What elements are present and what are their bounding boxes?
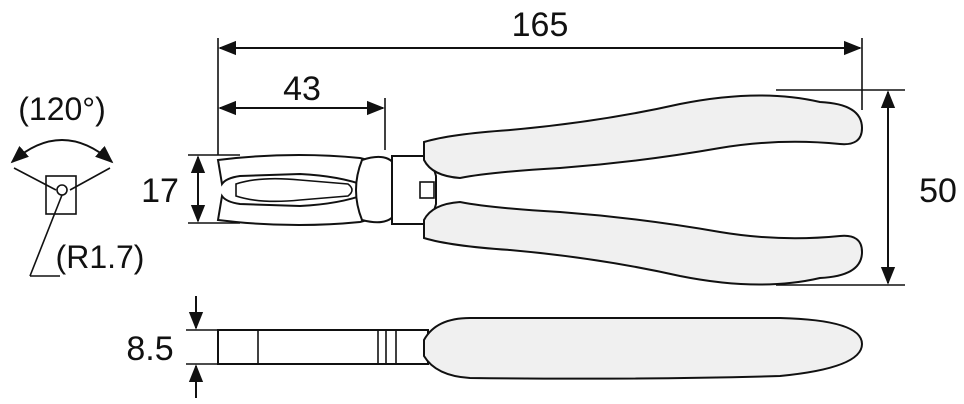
jaw-length-label: 43 (283, 70, 321, 108)
overall-length-dimension: 165 (217, 6, 863, 155)
pliers-top-view (217, 316, 864, 380)
handle-spread-dimension: 50 (776, 89, 957, 286)
handle-spread-label: 50 (919, 172, 957, 210)
overall-length-label: 165 (512, 6, 569, 44)
pliers-side-view (216, 94, 864, 286)
thickness-dimension: 8.5 (126, 296, 218, 398)
angle-radius-detail: (120°) (R1.7) (10, 91, 145, 277)
jaw-length-dimension: 43 (218, 70, 386, 150)
radius-label: (R1.7) (56, 239, 145, 275)
thickness-label: 8.5 (126, 330, 173, 368)
angle-label: (120°) (18, 91, 106, 127)
jaw-width-label: 17 (141, 172, 179, 210)
jaw-width-dimension: 17 (141, 154, 240, 224)
